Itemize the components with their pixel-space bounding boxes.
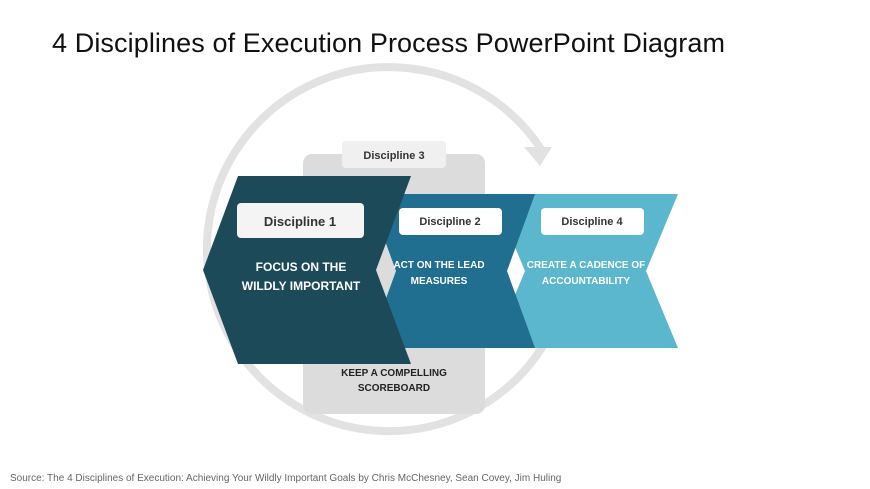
discipline-2-text-line1: ACT ON THE LEAD (393, 260, 484, 271)
slide-title: 4 Disciplines of Execution Process Power… (52, 28, 726, 58)
discipline-4-text-line2: ACCOUNTABILITY (542, 276, 630, 287)
discipline-1-text-line1: FOCUS ON THE (256, 260, 347, 274)
discipline-3-tag (342, 141, 446, 168)
discipline-1-tag (237, 203, 364, 238)
discipline-3-text-line2: SCOREBOARD (358, 383, 430, 394)
discipline-3-label: Discipline 3 (363, 150, 424, 162)
discipline-2-label: Discipline 2 (419, 216, 480, 228)
discipline-3-text-line1: KEEP A COMPELLING (341, 368, 447, 379)
discipline-2-tag (399, 208, 502, 235)
discipline-1-label: Discipline 1 (264, 214, 336, 229)
source-note: Source: The 4 Disciplines of Execution: … (10, 473, 562, 484)
discipline-4-tag (541, 208, 644, 235)
discipline-4-label: Discipline 4 (561, 216, 623, 228)
discipline-1-text-line2: WILDLY IMPORTANT (242, 279, 361, 293)
discipline-2-text-line2: MEASURES (411, 276, 468, 287)
discipline-4-text-line1: CREATE A CADENCE OF (527, 260, 646, 271)
cycle-arrowhead (524, 147, 552, 166)
